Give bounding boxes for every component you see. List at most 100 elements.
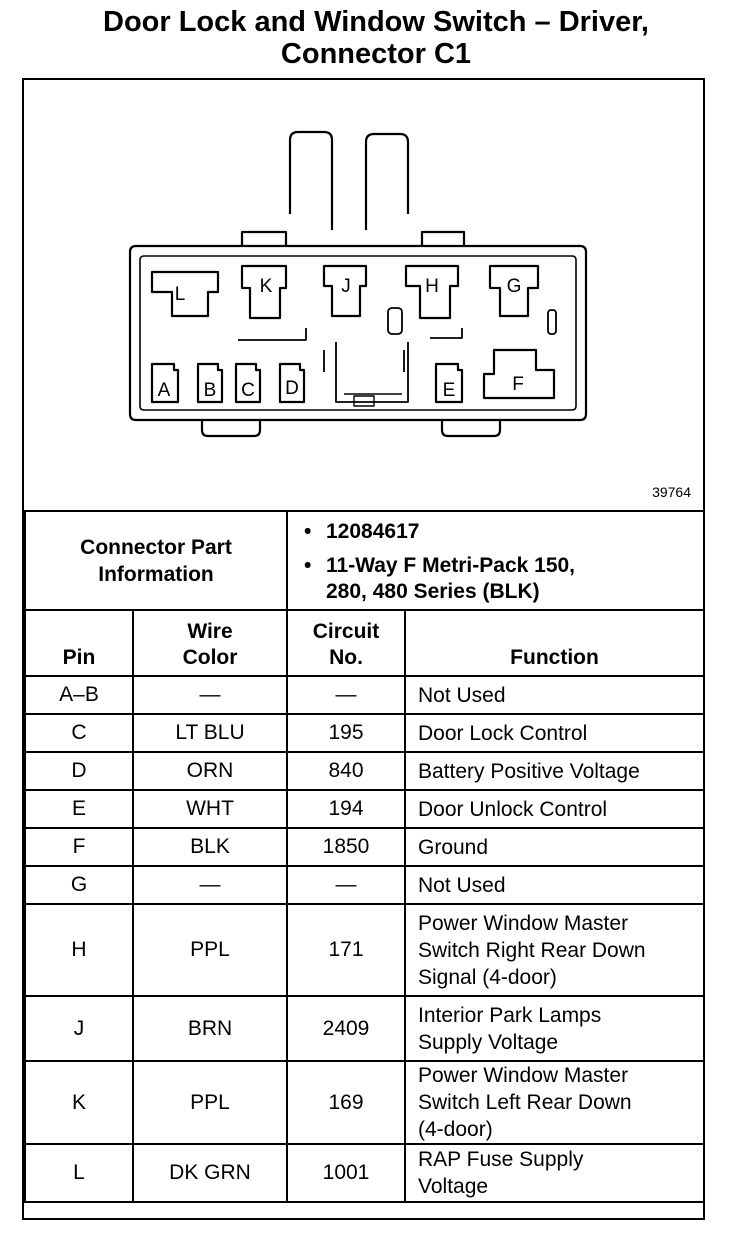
circuit-cell: 1001 bbox=[286, 1143, 406, 1203]
connector-frame: L K J H G A B C D E F 39764 Connector Pa… bbox=[22, 78, 706, 1220]
function-line: Signal (4-door) bbox=[418, 965, 557, 989]
title-line-2: Connector C1 bbox=[280, 38, 472, 70]
function-line: Battery Positive Voltage bbox=[418, 759, 640, 783]
function-line: Not Used bbox=[418, 873, 506, 897]
function-cell: Battery Positive Voltage bbox=[403, 751, 706, 791]
header-function: Function bbox=[403, 609, 706, 677]
info-item-series-cont: 280, 480 Series (BLK) bbox=[326, 579, 540, 603]
function-cell: Door Unlock Control bbox=[403, 789, 706, 829]
header-pin: Pin bbox=[24, 609, 134, 677]
function-cell: Not Used bbox=[403, 675, 706, 715]
header-circuit-line-2: No. bbox=[329, 646, 363, 669]
wire-color-cell: ORN bbox=[132, 751, 288, 791]
pin-label-J: J bbox=[341, 276, 351, 297]
header-circuit-line-1: Circuit bbox=[312, 620, 380, 643]
circuit-cell: — bbox=[286, 675, 406, 715]
function-cell: Not Used bbox=[403, 865, 706, 905]
info-label-line-1: Connector Part bbox=[80, 535, 232, 559]
function-line: Power Window Master bbox=[418, 911, 629, 935]
circuit-cell: — bbox=[286, 865, 406, 905]
pin-label-K: K bbox=[260, 276, 273, 297]
table-row: A–B——Not Used bbox=[24, 675, 706, 715]
header-wire-color: Wire Color bbox=[132, 609, 288, 677]
pin-cell: A–B bbox=[24, 675, 134, 715]
pin-label-F: F bbox=[512, 374, 524, 395]
circuit-cell: 171 bbox=[286, 903, 406, 997]
circuit-cell: 2409 bbox=[286, 995, 406, 1062]
function-line: Door Lock Control bbox=[418, 721, 588, 745]
connector-info-label: Connector Part Information bbox=[24, 510, 288, 611]
wire-color-cell: PPL bbox=[132, 903, 288, 997]
pin-label-G: G bbox=[507, 276, 522, 297]
function-cell: Door Lock Control bbox=[403, 713, 706, 753]
circuit-cell: 195 bbox=[286, 713, 406, 753]
pin-cell: F bbox=[24, 827, 134, 867]
wire-color-cell: LT BLU bbox=[132, 713, 288, 753]
function-line: RAP Fuse Supply bbox=[418, 1148, 584, 1171]
pin-cell: L bbox=[24, 1143, 134, 1203]
pin-label-H: H bbox=[425, 276, 439, 297]
wire-color-cell: WHT bbox=[132, 789, 288, 829]
connector-diagram: L K J H G A B C D E F 39764 bbox=[24, 80, 703, 510]
function-line: Door Unlock Control bbox=[418, 797, 608, 821]
pin-label-A: A bbox=[158, 380, 171, 401]
pin-cell: H bbox=[24, 903, 134, 997]
header-wire-line-2: Color bbox=[182, 646, 238, 669]
function-line: Not Used bbox=[418, 683, 506, 707]
pinout-table: Connector Part Information 12084617 11-W… bbox=[24, 510, 706, 1203]
function-line: Supply Voltage bbox=[418, 1030, 559, 1054]
circuit-cell: 1850 bbox=[286, 827, 406, 867]
pin-label-B: B bbox=[204, 380, 217, 401]
pin-cell: C bbox=[24, 713, 134, 753]
circuit-cell: 169 bbox=[286, 1060, 406, 1145]
pin-label-E: E bbox=[443, 380, 456, 401]
wire-color-cell: BLK bbox=[132, 827, 288, 867]
wire-color-cell: — bbox=[132, 865, 288, 905]
function-line: Switch Right Rear Down bbox=[418, 938, 646, 962]
pin-label-D: D bbox=[285, 378, 299, 399]
function-line: Power Window Master bbox=[418, 1064, 629, 1087]
pin-cell: G bbox=[24, 865, 134, 905]
figure-number: 39764 bbox=[652, 484, 691, 500]
page-title: Door Lock and Window Switch – Driver, Co… bbox=[0, 6, 752, 70]
header-wire-line-1: Wire bbox=[187, 620, 233, 643]
function-line: (4-door) bbox=[418, 1118, 493, 1141]
table-header-row: Pin Wire Color Circuit No. Function bbox=[24, 609, 706, 677]
pin-cell: J bbox=[24, 995, 134, 1062]
function-line: Voltage bbox=[418, 1175, 489, 1198]
connector-info-list: 12084617 11-Way F Metri-Pack 150, 280, 4… bbox=[285, 510, 706, 611]
info-item-part-number: 12084617 bbox=[304, 519, 703, 545]
circuit-cell: 194 bbox=[286, 789, 406, 829]
connector-info-row: Connector Part Information 12084617 11-W… bbox=[24, 510, 706, 611]
header-circuit-no: Circuit No. bbox=[286, 609, 406, 677]
wire-color-cell: DK GRN bbox=[132, 1143, 288, 1203]
function-line: Interior Park Lamps bbox=[418, 1003, 602, 1027]
info-item-series: 11-Way F Metri-Pack 150, bbox=[304, 553, 703, 579]
wire-color-cell: BRN bbox=[132, 995, 288, 1062]
circuit-cell: 840 bbox=[286, 751, 406, 791]
pin-label-L: L bbox=[175, 284, 186, 305]
table-row: G——Not Used bbox=[24, 865, 706, 905]
pin-cell: E bbox=[24, 789, 134, 829]
wire-color-cell: — bbox=[132, 675, 288, 715]
info-label-line-2: Information bbox=[98, 562, 214, 586]
function-line: Ground bbox=[418, 835, 489, 859]
wire-color-cell: PPL bbox=[132, 1060, 288, 1145]
function-line: Switch Left Rear Down bbox=[418, 1091, 632, 1114]
pin-label-C: C bbox=[241, 380, 255, 401]
pin-cell: K bbox=[24, 1060, 134, 1145]
title-line-1: Door Lock and Window Switch – Driver, bbox=[103, 6, 649, 38]
pin-cell: D bbox=[24, 751, 134, 791]
